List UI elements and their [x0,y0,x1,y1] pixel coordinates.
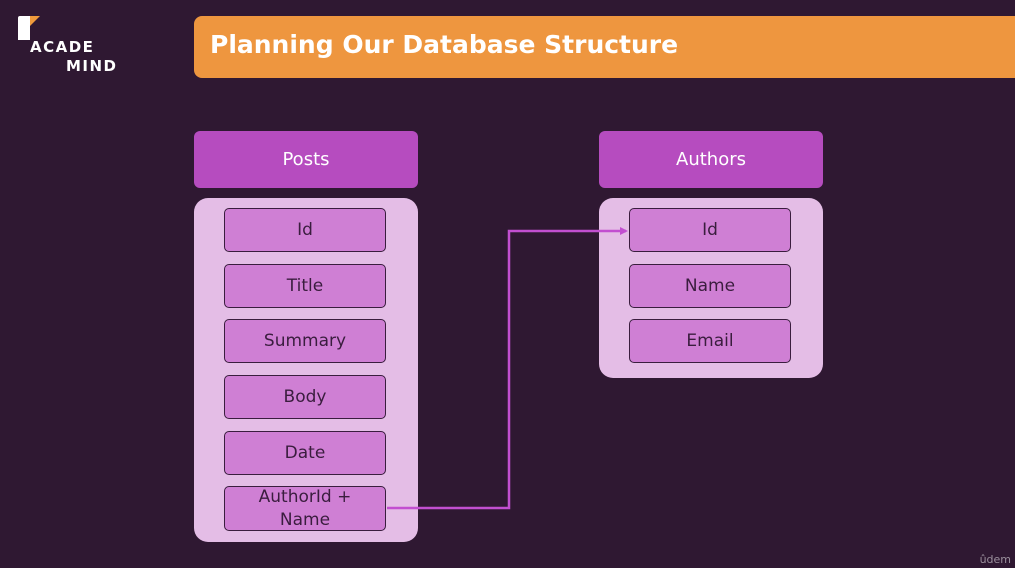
academind-logo: ACADE MIND [18,16,128,78]
posts-field-id: Id [224,208,386,252]
posts-table-body: Id Title Summary Body Date AuthorId + Na… [194,198,418,542]
logo-text-line2: MIND [66,57,118,75]
posts-table-header: Posts [194,131,418,188]
authors-field-name: Name [629,264,791,308]
title-bar: Planning Our Database Structure [194,16,1015,78]
authors-field-email: Email [629,319,791,363]
authors-table-header: Authors [599,131,823,188]
logo-text-line1: ACADE [30,38,95,56]
posts-field-summary: Summary [224,319,386,363]
connector-line [387,227,628,510]
posts-field-title: Title [224,264,386,308]
logo-mark-icon [18,16,40,40]
slide-title: Planning Our Database Structure [210,30,679,59]
udemy-watermark: ûdem [979,553,1011,566]
authors-table-body: Id Name Email [599,198,823,378]
posts-field-authorid-name: AuthorId + Name [224,486,386,531]
authors-field-id: Id [629,208,791,252]
posts-field-body: Body [224,375,386,419]
posts-field-date: Date [224,431,386,475]
